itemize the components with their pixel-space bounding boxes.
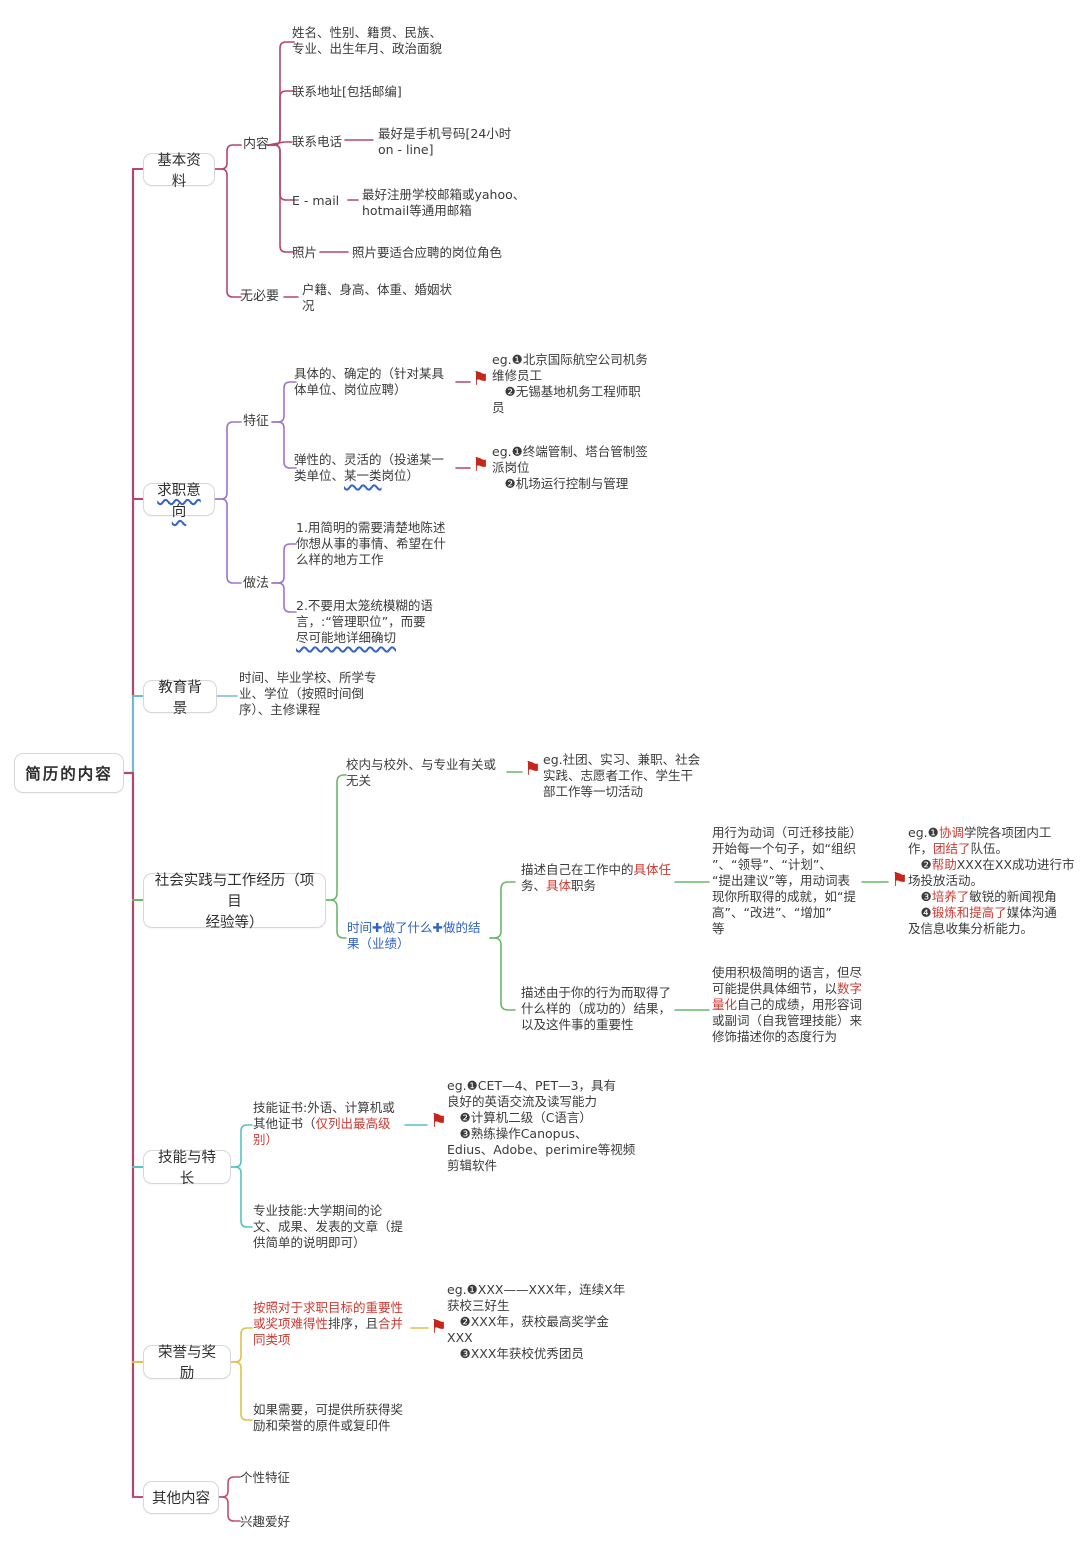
leaf-method-2: 2.不要用太笼统模糊的语 言，:“管理职位”，而要 尽可能地详细确切 [296, 598, 433, 645]
leaf-email-label: E - mail [292, 193, 340, 208]
node-social-practice[interactable]: 社会实践与工作经历（项目 经验等） [143, 873, 326, 931]
flag-icon: ⚑ [472, 454, 490, 476]
leaf-flexible-example: eg.❶终端管制、塔台管制签 派岗位 ❷机场运行控制与管理 [492, 444, 648, 491]
leaf-honor-sorting: 按照对于求职目标的重要性 或奖项难得性排序，且合并 同类项 [253, 1300, 404, 1347]
label-unnecessary: 无必要 [240, 289, 280, 304]
flag-icon: ⚑ [430, 1110, 448, 1132]
flag-icon: ⚑ [524, 758, 542, 780]
flag-icon: ⚑ [891, 869, 909, 891]
leaf-honor-copies: 如果需要，可提供所获得奖 励和荣誉的原件或复印件 [253, 1402, 404, 1433]
root-node[interactable]: 简历的内容 [14, 753, 124, 793]
leaf-specific-intention: 具体的、确定的（针对某具 体单位、岗位应聘） [294, 366, 445, 397]
leaf-skill-example: eg.❶CET—4、PET—3，具有 良好的英语交流及读写能力 ❷计算机二级（C… [447, 1078, 636, 1173]
leaf-method-1: 1.用简明的需要清楚地陈述 你想从事的事情、希望在什 么样的地方工作 [296, 520, 447, 567]
leaf-education-note: 时间、毕业学校、所学专 业、学位（按照时间倒 序）、主修课程 [239, 670, 377, 717]
leaf-scope: 校内与校外、与专业有关或 无关 [346, 757, 497, 788]
leaf-honor-example: eg.❶XXX——XXX年，连续X年 获校三好生 ❷XXX年，获校最高奖学金 X… [447, 1282, 626, 1361]
leaf-professional-skills: 专业技能:大学期间的论 文、成果、发表的文章（提 供简单的说明即可） [253, 1203, 404, 1250]
leaf-flexible-intention: 弹性的、灵活的（投递某一 类单位、某一类岗位） [294, 452, 445, 483]
leaf-result-description: 描述由于你的行为而取得了 什么样的（成功的）结果， 以及这件事的重要性 [521, 985, 672, 1032]
node-basic-info[interactable]: 基本资料 [143, 153, 215, 190]
leaf-action-verbs: 用行为动词（可迁移技能） 开始每一个句子，如“组织 ”、“领导”、“计划”、 “… [712, 825, 863, 936]
label-features: 特征 [243, 414, 270, 429]
leaf-result-tip: 使用积极简明的语言，但尽 可能提供具体细节，以数字 量化自己的成绩，用形容词 或… [712, 965, 863, 1044]
leaf-identity-fields: 姓名、性别、籍贯、民族、 专业、出生年月、政治面貌 [292, 25, 443, 56]
leaf-skill-certificates: 技能证书:外语、计算机或 其他证书（仅列出最高级 别） [253, 1100, 395, 1147]
leaf-phone-label: 联系电话 [292, 134, 343, 149]
label-methods: 做法 [243, 576, 270, 591]
leaf-task-description: 描述自己在工作中的具体任 务、具体职务 [521, 862, 672, 893]
leaf-photo-label: 照片 [292, 245, 318, 260]
node-other[interactable]: 其他内容 [143, 1481, 219, 1514]
leaf-scope-example: eg.社团、实习、兼职、社会 实践、志愿者工作、学生干 部工作等一切活动 [543, 752, 701, 799]
leaf-formula: 时间✚做了什么✚做的结 果（业绩） [347, 920, 481, 951]
node-skills[interactable]: 技能与特长 [143, 1150, 231, 1187]
label-content: 内容 [243, 137, 270, 152]
leaf-email-note: 最好注册学校邮箱或yahoo、 hotmail等通用邮箱 [362, 187, 526, 218]
node-honors[interactable]: 荣誉与奖励 [143, 1345, 231, 1382]
leaf-task-example: eg.❶协调学院各项团内工 作，团结了队伍。 ❷帮助XXX在XX成功进行市 场投… [908, 825, 1075, 936]
leaf-personality: 个性特征 [240, 1470, 291, 1485]
leaf-specific-example: eg.❶北京国际航空公司机务 维修员工 ❷无锡基地机务工程师职 员 [492, 352, 648, 415]
job-intention-label: 求职意向 [157, 482, 201, 520]
flag-icon: ⚑ [472, 368, 490, 390]
leaf-phone-note: 最好是手机号码[24小时 on - line] [378, 126, 512, 157]
leaf-unnecessary-note: 户籍、身高、体重、婚姻状 况 [302, 282, 453, 313]
leaf-photo-note: 照片要适合应聘的岗位角色 [352, 245, 503, 260]
flag-icon: ⚑ [430, 1316, 448, 1338]
leaf-hobby: 兴趣爱好 [240, 1514, 291, 1529]
node-job-intention[interactable]: 求职意向 [143, 483, 215, 520]
leaf-contact-address: 联系地址[包括邮编] [292, 84, 402, 99]
node-education[interactable]: 教育背景 [143, 680, 217, 717]
